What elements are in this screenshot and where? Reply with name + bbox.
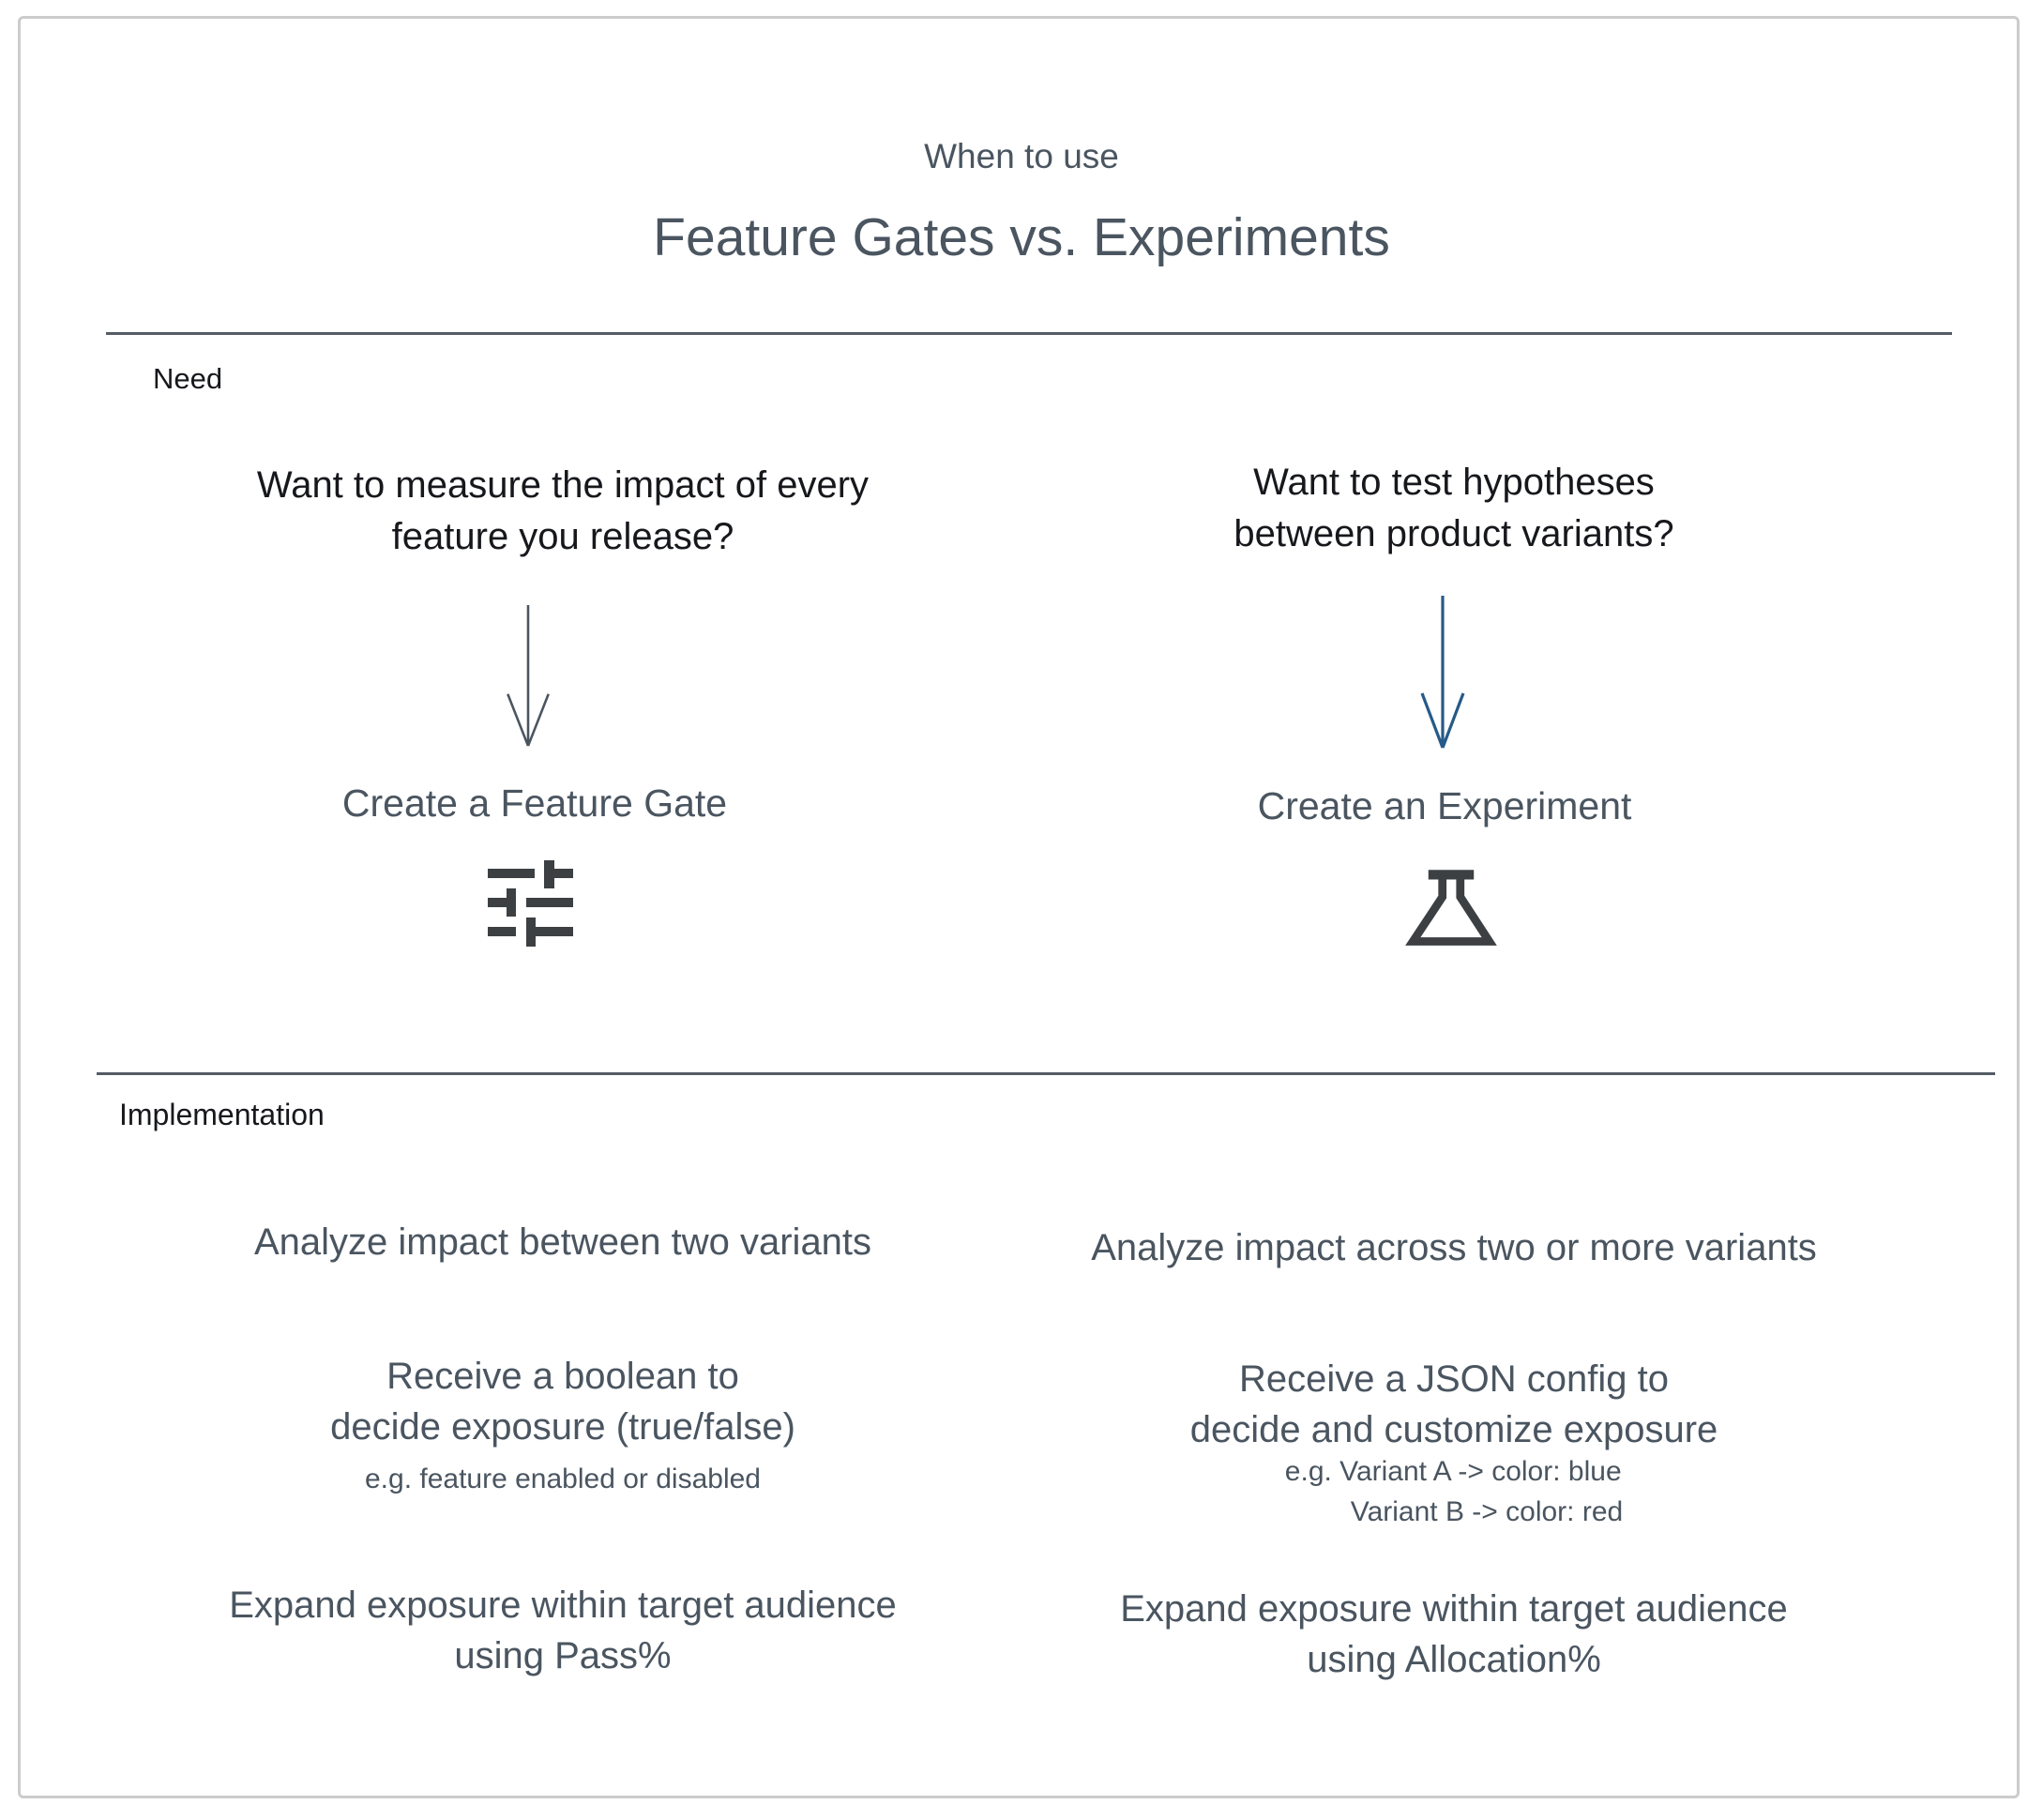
- need-left-question: Want to measure the impact of every feat…: [159, 460, 966, 563]
- tune-sliders-icon: [488, 860, 573, 947]
- impl-right-example-block: e.g. Variant A -> color: blue Variant B …: [1285, 1452, 1623, 1532]
- impl-right-receive: Receive a JSON config to decide and cust…: [1013, 1354, 1895, 1455]
- need-right-action-label: Create an Experiment: [1257, 784, 1632, 827]
- impl-right-example-line2: Variant B -> color: red: [1350, 1495, 1624, 1527]
- impl-left-expand-line2: using Pass%: [454, 1635, 672, 1676]
- impl-right-expand-line1: Expand exposure within target audience: [1120, 1588, 1788, 1630]
- need-left-question-line1: Want to measure the impact of every: [256, 464, 870, 506]
- impl-left-analyze: Analyze impact between two variants: [253, 1221, 872, 1263]
- impl-left-expand: Expand exposure within target audience u…: [122, 1580, 1004, 1681]
- flask-icon: [1405, 870, 1497, 946]
- need-left-question-line2: feature you release?: [391, 515, 734, 557]
- need-left-action-label: Create a Feature Gate: [341, 781, 728, 825]
- impl-left-receive-line2: decide exposure (true/false): [330, 1406, 795, 1448]
- impl-left-receive: Receive a boolean to decide exposure (tr…: [122, 1351, 1004, 1452]
- implementation-divider: [97, 1072, 1995, 1075]
- impl-right-expand-line2: using Allocation%: [1307, 1639, 1601, 1680]
- implementation-section-label: Implementation: [119, 1098, 325, 1131]
- need-divider: [106, 332, 1952, 335]
- need-section-label: Need: [153, 362, 223, 395]
- diagram-frame: [18, 16, 2020, 1798]
- impl-left-expand-line1: Expand exposure within target audience: [229, 1585, 897, 1626]
- impl-right-example-line1: e.g. Variant A -> color: blue: [1284, 1456, 1622, 1487]
- impl-right-expand: Expand exposure within target audience u…: [1013, 1584, 1895, 1685]
- impl-right-receive-line1: Receive a JSON config to: [1239, 1358, 1669, 1400]
- impl-left-example: e.g. feature enabled or disabled: [365, 1464, 761, 1494]
- need-right-question: Want to test hypotheses between product …: [1112, 457, 1796, 560]
- need-right-question-line1: Want to test hypotheses: [1253, 462, 1655, 503]
- impl-right-receive-line2: decide and customize exposure: [1189, 1409, 1718, 1450]
- impl-right-example: e.g. Variant A -> color: blue Variant B …: [1013, 1452, 1895, 1532]
- page-title: Feature Gates vs. Experiments: [653, 207, 1390, 267]
- impl-left-receive-line1: Receive a boolean to: [386, 1356, 739, 1397]
- down-arrow-gray-icon: [507, 604, 550, 747]
- title-eyebrow: When to use: [924, 137, 1119, 175]
- impl-right-analyze: Analyze impact across two or more varian…: [1091, 1227, 1817, 1268]
- down-arrow-blue-icon: [1420, 596, 1465, 749]
- need-right-question-line2: between product variants?: [1233, 512, 1674, 554]
